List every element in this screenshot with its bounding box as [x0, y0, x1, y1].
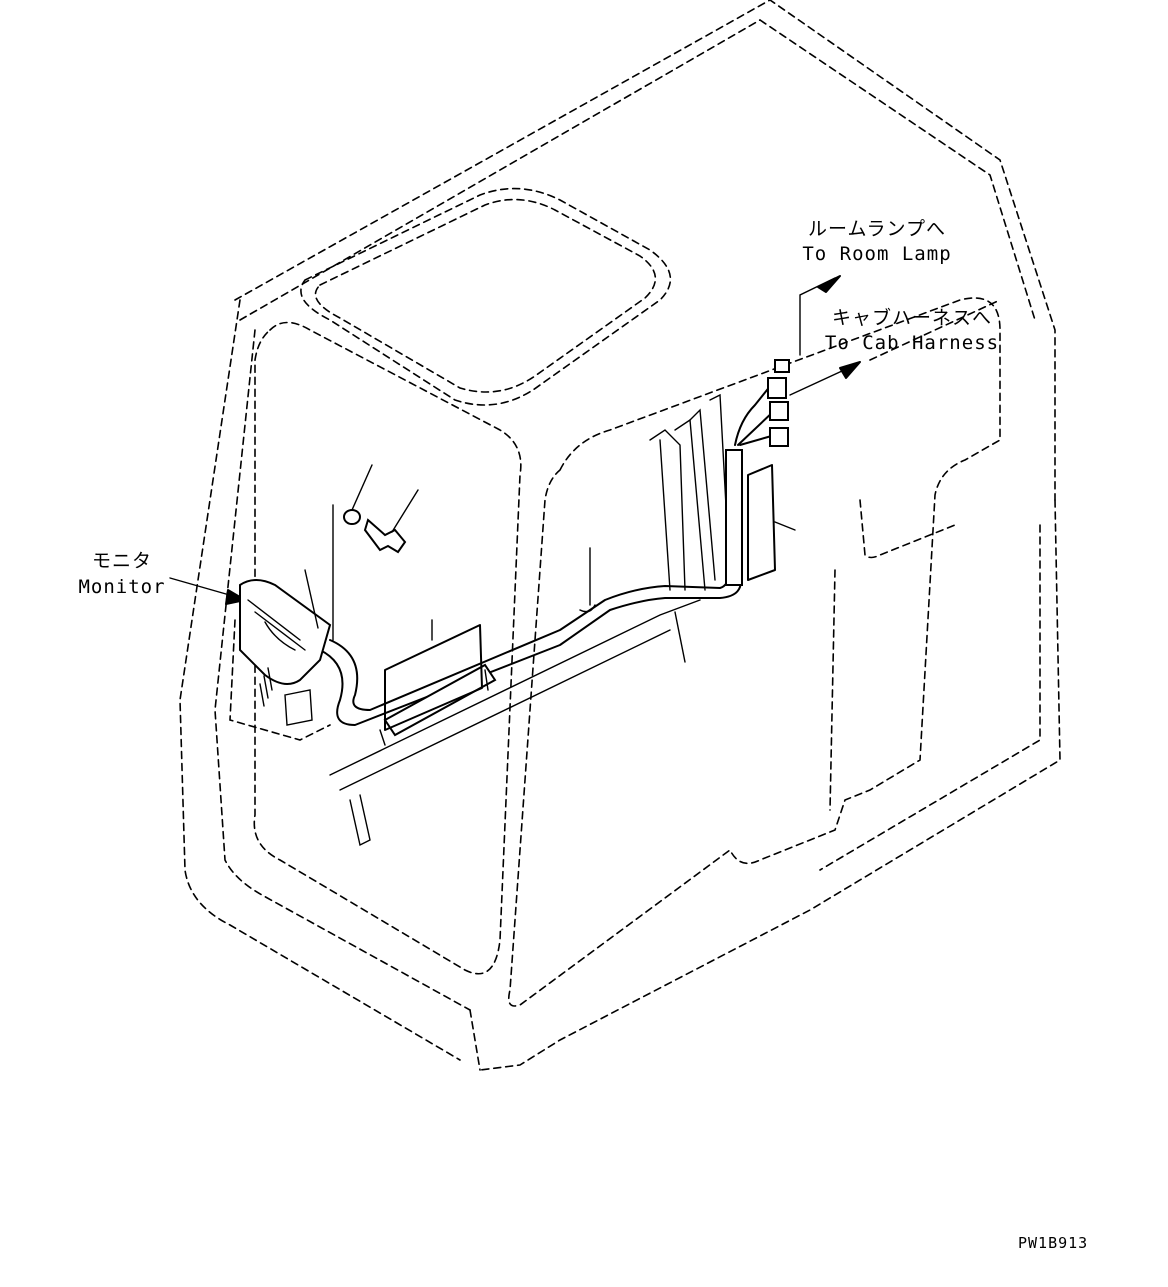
leader-bolt — [391, 489, 419, 533]
side-window-outline — [507, 297, 1001, 1007]
harness-sleeve-vertical — [725, 449, 743, 586]
leader-washer — [351, 464, 373, 511]
leader-harness-run — [674, 611, 686, 663]
label-cab-harness-en: To Cab Harness — [824, 332, 1000, 354]
harness-tag-plate-rear — [747, 464, 776, 581]
label-monitor-jp: モニタ — [91, 550, 152, 572]
label-room-lamp-en: To Room Lamp — [802, 243, 952, 265]
bolt — [363, 518, 407, 554]
label-cab-harness-jp: キャブハーネスへ — [831, 307, 992, 329]
monitor-bracket — [229, 619, 331, 741]
harness-tag-plate — [384, 624, 483, 731]
branch-wires — [734, 379, 776, 446]
harness-sleeve-horizontal — [383, 663, 497, 737]
connector-cab-3 — [769, 427, 789, 447]
arrow-room-lamp — [817, 275, 841, 293]
drawing-code: PW1B913 — [1018, 1234, 1089, 1252]
label-monitor-en: Monitor — [78, 576, 166, 598]
label-room-lamp-jp: ルームランプへ — [808, 218, 946, 240]
connector-cab-2 — [769, 401, 789, 421]
washer — [343, 509, 361, 525]
harness-main-run — [319, 449, 742, 726]
connector-cab-1 — [767, 377, 787, 399]
cab-lower-body — [479, 499, 1061, 1071]
front-window-outline — [253, 321, 522, 975]
cab-roof-outline — [234, 0, 1056, 501]
sunroof-outline — [300, 187, 672, 406]
cab-front-left-pillar — [179, 299, 461, 1061]
connector-room-lamp — [774, 359, 790, 373]
monitor-body — [239, 579, 332, 685]
floor-rail — [329, 599, 701, 776]
